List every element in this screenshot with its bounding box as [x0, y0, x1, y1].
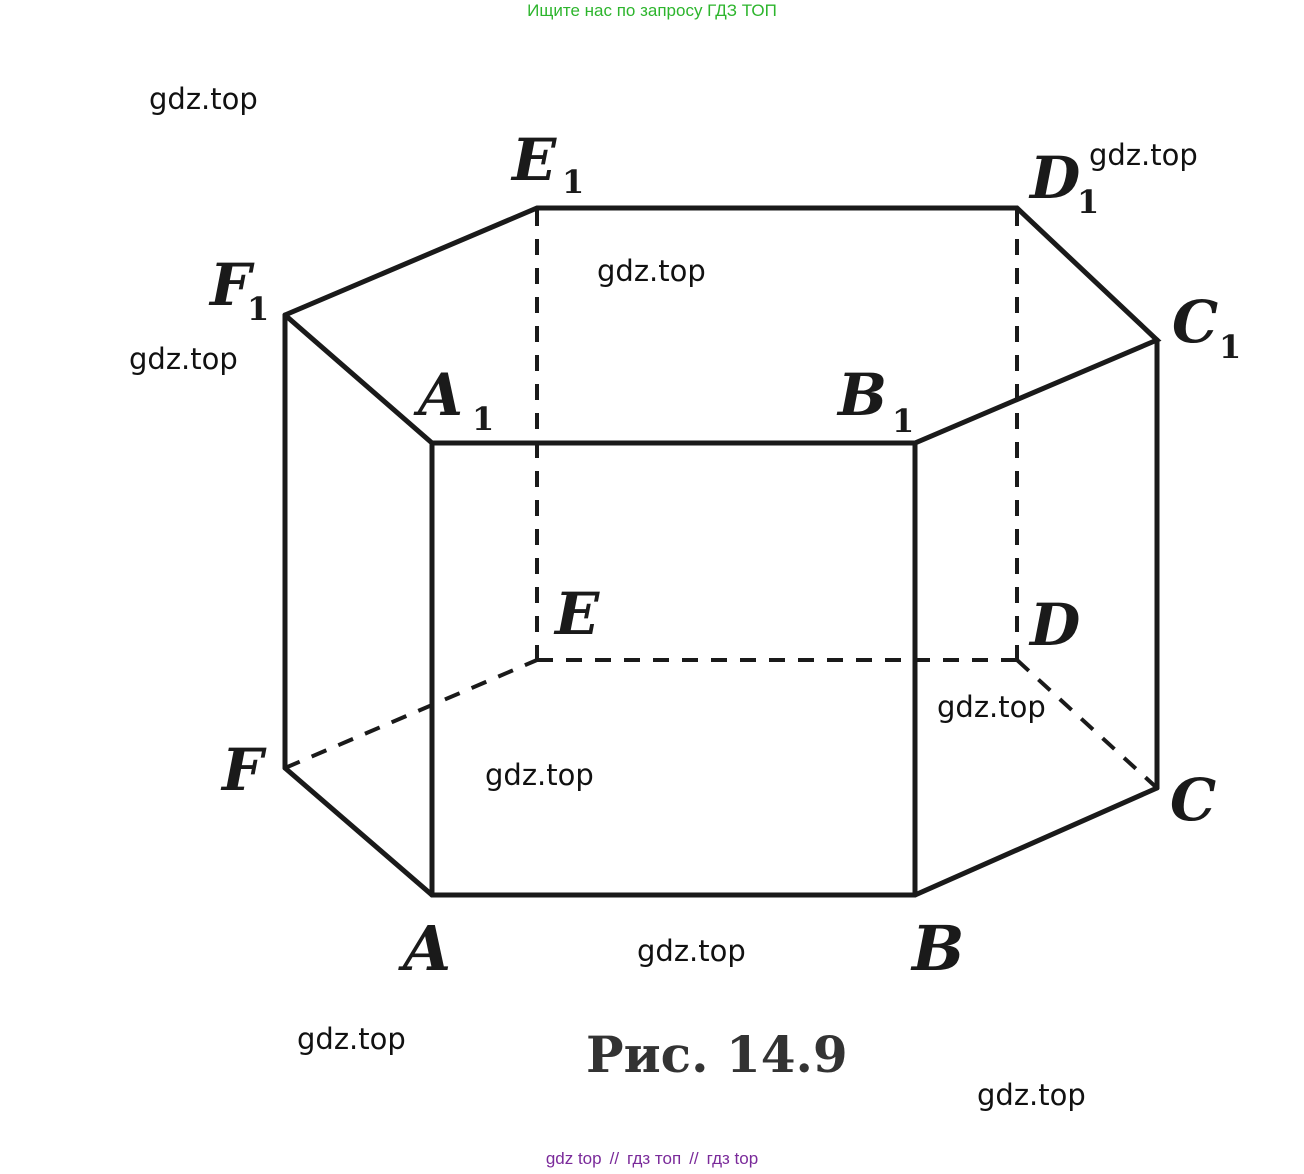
label-A1: A — [413, 361, 463, 429]
vertex-labels: E 1 D 1 F 1 C 1 A 1 B 1 E D F C A B — [208, 126, 1241, 985]
bottom-banner-separator: // — [689, 1149, 699, 1168]
label-B1: B — [836, 361, 887, 429]
top-face — [282, 205, 1162, 446]
top-banner: Ищите нас по запросу ГДЗ ТОП — [527, 1, 777, 20]
bottom-banner: gdz top // гдз топ // гдз top — [0, 1149, 1304, 1169]
watermark: gdz.top — [149, 82, 258, 116]
edge-F-E — [284, 658, 538, 770]
bottom-banner-item[interactable]: gdz top — [545, 1149, 602, 1168]
hidden-edges — [284, 210, 1159, 790]
label-B: B — [910, 912, 964, 985]
bottom-banner-item[interactable]: гдз top — [706, 1149, 759, 1168]
label-C: C — [1170, 766, 1216, 834]
label-E1-sub: 1 — [562, 163, 584, 201]
watermark: gdz.top — [297, 1022, 406, 1056]
bottom-visible — [282, 765, 1160, 898]
bottom-banner-item[interactable]: гдз топ — [627, 1149, 682, 1168]
bottom-banner-separator: // — [609, 1149, 620, 1168]
label-C1-sub: 1 — [1219, 328, 1241, 366]
label-A: A — [398, 912, 451, 985]
watermark: gdz.top — [637, 934, 746, 968]
watermark: gdz.top — [129, 342, 238, 376]
label-F1-sub: 1 — [247, 290, 269, 328]
watermark: gdz.top — [1089, 138, 1198, 172]
label-E1: E — [510, 126, 557, 194]
label-F1: F — [208, 251, 255, 319]
label-E: E — [553, 580, 600, 648]
watermark: gdz.top — [485, 758, 594, 792]
label-D1: D — [1028, 144, 1080, 212]
watermark: gdz.top — [937, 690, 1046, 724]
figure-caption: Рис. 14.9 — [586, 1025, 848, 1084]
label-B1-sub: 1 — [892, 402, 914, 440]
label-D1-sub: 1 — [1077, 183, 1099, 221]
label-F: F — [220, 736, 267, 804]
watermark: gdz.top — [977, 1078, 1086, 1112]
visible-edges — [282, 205, 1162, 898]
label-C1: C — [1172, 288, 1218, 356]
watermark: gdz.top — [597, 254, 706, 288]
label-D: D — [1028, 591, 1080, 659]
label-A1-sub: 1 — [472, 400, 494, 438]
edge-D-C — [1015, 658, 1159, 790]
